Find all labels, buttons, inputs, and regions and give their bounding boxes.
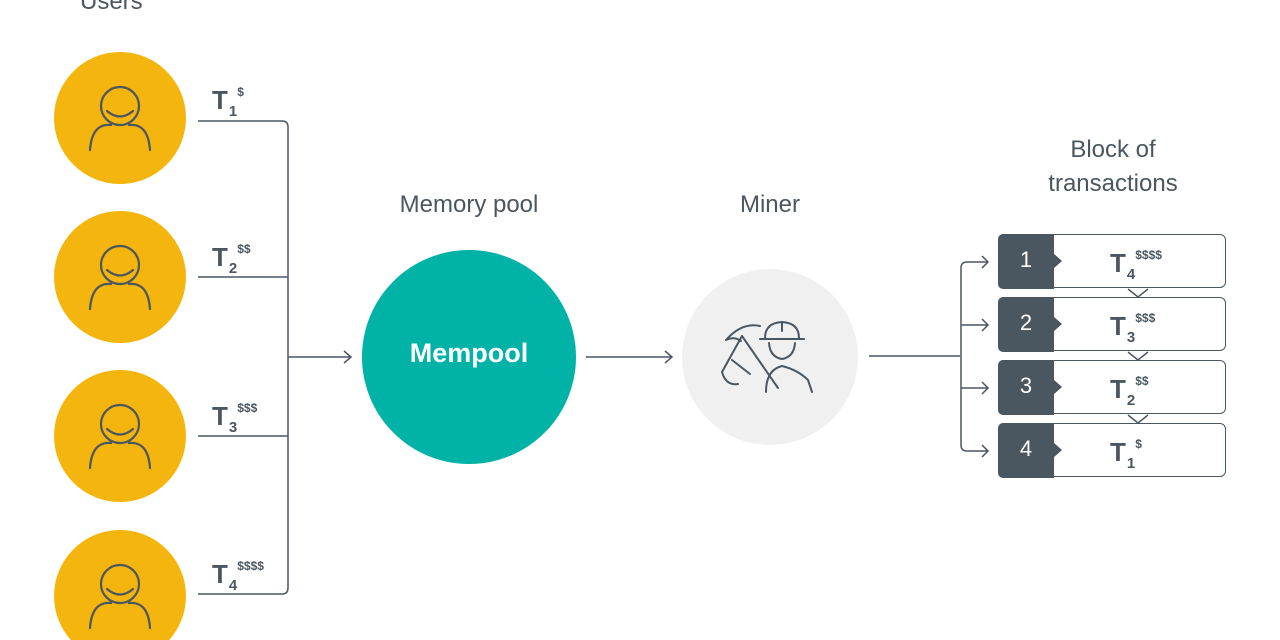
block-row-number: 3	[1019, 373, 1033, 398]
block-row-tx: T2$$	[1110, 374, 1149, 409]
user-1	[54, 52, 186, 184]
user-icon	[88, 403, 152, 470]
block-row-number-bg	[998, 297, 1054, 352]
block-title-line2: transactions	[1048, 170, 1178, 197]
block-row-number: 4	[1019, 436, 1033, 461]
user-3	[54, 370, 186, 502]
mempool-to-miner-arrow	[586, 350, 674, 364]
user-icon	[88, 563, 152, 630]
miner-to-block-connectors	[869, 255, 990, 458]
block-row-1: 1 T4$$$$	[998, 234, 1226, 289]
block-row-pointer	[1053, 316, 1062, 332]
block-row-notches	[1127, 288, 1149, 424]
users-label: Users	[80, 0, 143, 15]
block-row-pointer	[1053, 379, 1062, 395]
miner-label: Miner	[739, 191, 800, 218]
user-4	[54, 530, 186, 640]
user-2	[54, 211, 186, 343]
block-row-number-bg	[998, 360, 1054, 415]
user-tx-3: T3$$$	[212, 401, 258, 436]
user-icon	[88, 244, 152, 311]
block-row-tx: T1$	[1110, 437, 1142, 472]
block-row-tx: T4$$$$	[1110, 248, 1162, 283]
block-row-3: 3 T2$$	[998, 360, 1226, 415]
block-row-2: 2 T3$$$	[998, 297, 1226, 352]
block-row-number-bg	[998, 234, 1054, 289]
block-title-line1: Block of	[1070, 136, 1156, 163]
block-row-number-bg	[998, 423, 1054, 478]
block-row-pointer	[1053, 442, 1062, 458]
mempool-circle	[362, 250, 576, 464]
user-tx-4: T4$$$$	[212, 559, 264, 594]
block-row-4: 4 T1$	[998, 423, 1226, 478]
miner-circle	[682, 269, 858, 445]
user-connectors	[198, 120, 353, 595]
mempool-text: Mempool	[409, 338, 529, 368]
block-row-number: 2	[1019, 310, 1033, 335]
user-tx-1: T1$	[212, 85, 244, 120]
block-row-pointer	[1053, 253, 1062, 269]
miner-with-pickaxe-icon	[721, 321, 813, 393]
block-row-number: 1	[1019, 247, 1033, 272]
block-row-tx: T3$$$	[1110, 311, 1156, 346]
user-tx-2: T2$$	[212, 242, 251, 277]
user-icon	[88, 85, 152, 152]
memory-pool-label: Memory pool	[399, 191, 539, 218]
